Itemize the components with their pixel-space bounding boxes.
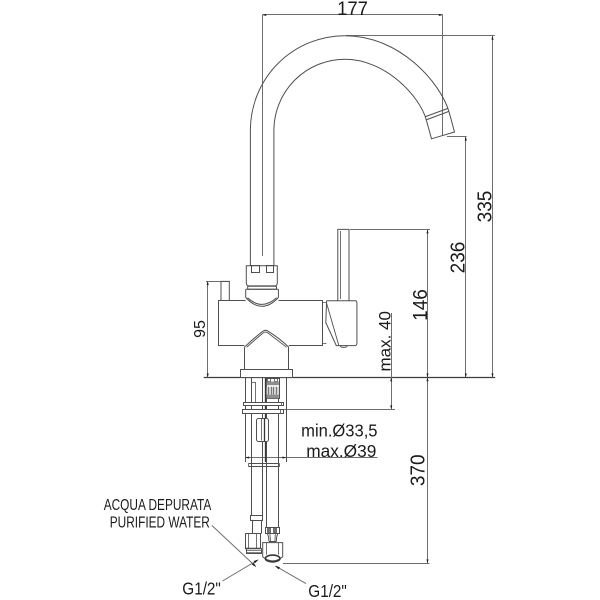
svg-text:max. 40: max. 40	[376, 311, 395, 371]
svg-text:PURIFIED WATER: PURIFIED WATER	[110, 514, 210, 531]
svg-text:177: 177	[337, 0, 368, 20]
svg-text:max.Ø39: max.Ø39	[306, 441, 376, 461]
svg-text:G1/2": G1/2"	[308, 581, 347, 600]
svg-text:146: 146	[410, 289, 433, 321]
svg-text:370: 370	[407, 454, 430, 486]
svg-text:236: 236	[447, 242, 470, 274]
svg-text:min.Ø33,5: min.Ø33,5	[301, 420, 377, 441]
svg-text:ACQUA DEPURATA: ACQUA DEPURATA	[104, 496, 212, 513]
svg-text:95: 95	[192, 320, 209, 338]
svg-text:335: 335	[474, 191, 497, 223]
svg-text:G1/2": G1/2"	[182, 578, 221, 598]
